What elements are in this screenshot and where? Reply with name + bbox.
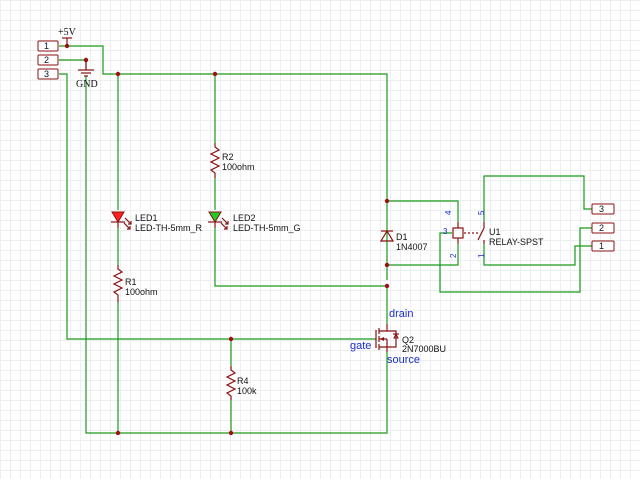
port-label: 1 — [599, 241, 604, 251]
junction — [228, 430, 234, 436]
junction — [228, 336, 234, 342]
port-label: 3 — [44, 69, 49, 79]
mosfet-q2[interactable]: Q2 2N7000BU — [375, 324, 446, 354]
junction — [384, 283, 390, 289]
wire-gate — [59, 73, 376, 340]
net-label-drain: drain — [389, 308, 413, 320]
led2-ref: LED2 — [233, 213, 256, 223]
wire-relay-pin4 — [387, 200, 459, 222]
q2-value: 2N7000BU — [402, 344, 446, 354]
wire-gnd-rail — [85, 76, 388, 434]
port-label: 2 — [599, 223, 604, 233]
right-port-1[interactable]: 1 — [591, 240, 615, 252]
d1-ref: D1 — [396, 232, 408, 242]
junction — [384, 198, 390, 204]
u1-value: RELAY-SPST — [489, 237, 544, 247]
r2-value: 100ohm — [222, 162, 255, 172]
relay-pin-label: 4 — [444, 210, 453, 215]
net-label-gate: gate — [350, 340, 371, 352]
led1-ref: LED1 — [135, 213, 158, 223]
resistor-r4[interactable]: R4 100k — [225, 366, 257, 400]
wire-relay-pin5 — [483, 175, 592, 222]
vcc-symbol: +5V — [58, 27, 77, 46]
vcc-label: +5V — [58, 27, 77, 38]
r4-ref: R4 — [237, 376, 249, 386]
led2-green[interactable]: LED2 LED-TH-5mm_G — [208, 211, 301, 233]
gnd-label: GND — [76, 79, 98, 90]
junction — [115, 430, 121, 436]
left-port-1[interactable]: 1 — [37, 40, 59, 52]
r1-ref: R1 — [125, 277, 137, 287]
q2-ref: Q2 — [402, 335, 414, 345]
wire-relay-pin2 — [387, 244, 459, 266]
relay-pin-label: 3 — [443, 227, 448, 236]
wire-led2-drain — [214, 228, 387, 287]
r2-ref: R2 — [222, 152, 234, 162]
port-label: 1 — [44, 41, 49, 51]
r1-value: 100ohm — [125, 287, 158, 297]
port-label: 3 — [599, 204, 604, 214]
resistor-r2[interactable]: R2 100ohm — [209, 143, 255, 178]
relay-u1[interactable]: 4 5 3 2 1 U1 RELAY-SPST — [443, 210, 544, 258]
gnd-symbol: GND — [76, 60, 98, 90]
left-port-2[interactable]: 2 — [37, 54, 59, 66]
wires — [59, 45, 592, 434]
resistor-r1[interactable]: R1 100ohm — [112, 265, 158, 302]
diode-d1[interactable]: D1 1N4007 — [379, 229, 428, 252]
relay-pin-label: 1 — [477, 253, 486, 258]
right-port-2[interactable]: 2 — [591, 222, 615, 234]
wire-gnd-in — [59, 59, 87, 70]
r4-value: 100k — [237, 386, 257, 396]
wire-relay-pin3 — [439, 227, 592, 293]
net-label-source: source — [387, 354, 420, 366]
led1-red[interactable]: LED1 LED-TH-5mm_R — [111, 211, 203, 233]
led1-value: LED-TH-5mm_R — [135, 223, 203, 233]
d1-value: 1N4007 — [396, 242, 428, 252]
relay-pin-label: 5 — [477, 210, 486, 215]
relay-pin-label: 2 — [449, 253, 458, 258]
wire-relay-pin1 — [483, 244, 592, 266]
junction — [115, 71, 121, 77]
led2-value: LED-TH-5mm_G — [233, 223, 301, 233]
u1-ref: U1 — [489, 227, 501, 237]
junction — [212, 71, 218, 77]
port-label: 2 — [44, 55, 49, 65]
left-port-3[interactable]: 3 — [37, 68, 59, 80]
wire-vcc — [59, 45, 388, 280]
junction — [384, 262, 390, 268]
right-port-3[interactable]: 3 — [591, 203, 615, 215]
